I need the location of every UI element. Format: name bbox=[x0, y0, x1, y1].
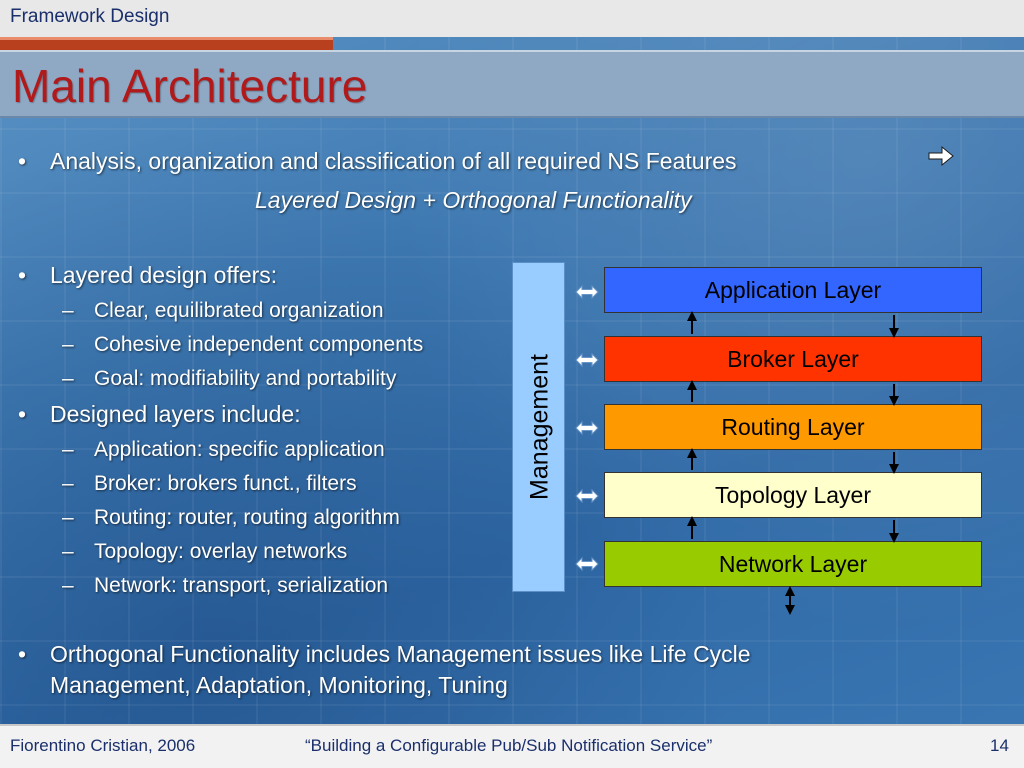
designed-item: Topology: overlay networks bbox=[94, 540, 348, 563]
dash-glyph: – bbox=[62, 333, 74, 356]
network-layer-label: Network Layer bbox=[718, 550, 868, 577]
dash-glyph: – bbox=[62, 540, 74, 563]
layered-heading: Layered design offers: bbox=[50, 262, 278, 288]
broker-layer-label: Broker Layer bbox=[727, 345, 859, 372]
bullet-glyph: • bbox=[18, 641, 27, 667]
dash-glyph: – bbox=[62, 472, 74, 495]
arrow-right-icon bbox=[928, 145, 954, 167]
layered-item: Clear, equilibrated organization bbox=[94, 299, 384, 322]
double-arrow-icon bbox=[575, 420, 599, 436]
accent-line bbox=[0, 37, 333, 50]
bullet-glyph: • bbox=[18, 401, 27, 427]
footer-talk-title: “Building a Configurable Pub/Sub Notific… bbox=[305, 736, 713, 755]
double-arrow-icon bbox=[575, 352, 599, 368]
top-bar: Framework Design bbox=[0, 0, 1024, 37]
layered-item: Cohesive independent components bbox=[94, 333, 424, 356]
double-arrow-icon bbox=[575, 284, 599, 300]
orthogonal-text-continued: Management, Adaptation, Monitoring, Tuni… bbox=[50, 672, 508, 698]
topology-layer: Topology Layer bbox=[604, 472, 982, 518]
application-layer: Application Layer bbox=[604, 267, 982, 313]
title-band: Main Architecture bbox=[0, 50, 1024, 118]
section-label: Framework Design bbox=[10, 6, 170, 27]
management-bar bbox=[512, 262, 565, 592]
footer: Fiorentino Cristian, 2006 “Building a Co… bbox=[0, 724, 1024, 768]
orthogonal-text: Orthogonal Functionality includes Manage… bbox=[50, 641, 751, 667]
dash-glyph: – bbox=[62, 438, 74, 461]
page-number: 14 bbox=[990, 736, 1009, 755]
designed-item: Broker: brokers funct., filters bbox=[94, 472, 357, 495]
designed-item: Application: specific application bbox=[94, 438, 385, 461]
dash-glyph: – bbox=[62, 299, 74, 322]
layered-item: Goal: modifiability and portability bbox=[94, 367, 397, 390]
routing-layer-label: Routing Layer bbox=[721, 413, 865, 440]
broker-layer: Broker Layer bbox=[604, 336, 982, 382]
designed-heading: Designed layers include: bbox=[50, 401, 301, 427]
designed-item: Routing: router, routing algorithm bbox=[94, 506, 400, 529]
topology-layer-label: Topology Layer bbox=[715, 481, 871, 508]
designed-item: Network: transport, serialization bbox=[94, 574, 389, 597]
bullet-glyph: • bbox=[18, 148, 27, 174]
slide-title: Main Architecture bbox=[12, 60, 368, 112]
dash-glyph: – bbox=[62, 574, 74, 597]
routing-layer: Routing Layer bbox=[604, 404, 982, 450]
dash-glyph: – bbox=[62, 506, 74, 529]
analysis-text: Analysis, organization and classificatio… bbox=[50, 148, 737, 174]
double-arrow-icon bbox=[575, 488, 599, 504]
double-arrow-icon bbox=[575, 556, 599, 572]
bullet-glyph: • bbox=[18, 262, 27, 288]
analysis-result: Layered Design + Orthogonal Functionalit… bbox=[255, 187, 692, 213]
application-layer-label: Application Layer bbox=[704, 276, 882, 303]
footer-author: Fiorentino Cristian, 2006 bbox=[10, 736, 196, 755]
dash-glyph: – bbox=[62, 367, 74, 390]
